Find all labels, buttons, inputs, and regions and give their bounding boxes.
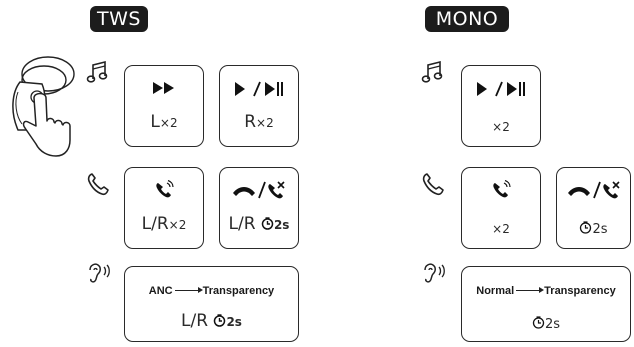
play-pause-icon xyxy=(462,80,540,98)
hang-up-reject-icon xyxy=(557,180,630,200)
mono-anc-label: 2s xyxy=(462,313,630,333)
arrow-right-icon xyxy=(516,286,545,294)
mono-call-answer-label: ×2 xyxy=(492,222,510,236)
music-note-icon xyxy=(86,60,108,84)
tws-call-card-hangup: L/R 2s xyxy=(219,167,299,249)
tws-header: TWS xyxy=(90,6,148,32)
mono-call-card-hangup: 2s xyxy=(556,167,631,249)
timer-icon xyxy=(261,217,274,230)
timer-icon xyxy=(213,314,226,327)
phone-answer-icon xyxy=(462,180,540,200)
phone-icon xyxy=(86,172,110,196)
ear-sound-icon xyxy=(421,262,447,284)
mono-music-card-play: ×2 xyxy=(461,65,541,147)
play-pause-icon xyxy=(220,80,298,98)
timer-icon xyxy=(579,221,592,234)
tws-music-card-play: R×2 xyxy=(219,65,299,147)
mono-music-play-label: ×2 xyxy=(492,120,510,134)
mono-call-hangup-label: 2s xyxy=(557,218,630,238)
music-note-icon xyxy=(421,60,443,84)
tws-anc-label: L/R 2s xyxy=(181,311,242,331)
tws-call-card-answer: L/R×2 xyxy=(124,167,204,249)
mono-header: MONO xyxy=(425,6,509,32)
fast-forward-icon xyxy=(125,80,203,96)
arrow-right-icon xyxy=(174,286,203,294)
mono-call-card-answer: ×2 xyxy=(461,167,541,249)
phone-icon xyxy=(421,172,445,196)
earbud-finger-tap-icon xyxy=(4,52,84,162)
tws-call-answer-label: L/R×2 xyxy=(141,214,187,234)
hang-up-reject-icon xyxy=(220,180,298,200)
phone-answer-icon xyxy=(125,180,203,200)
ear-sound-icon xyxy=(86,262,112,284)
tws-music-next-label: L×2 xyxy=(150,112,178,132)
tws-music-play-label: R×2 xyxy=(244,112,274,132)
tws-music-card-next: L×2 xyxy=(124,65,204,147)
tws-call-hangup-label: L/R 2s xyxy=(228,214,290,234)
timer-icon xyxy=(532,316,545,329)
